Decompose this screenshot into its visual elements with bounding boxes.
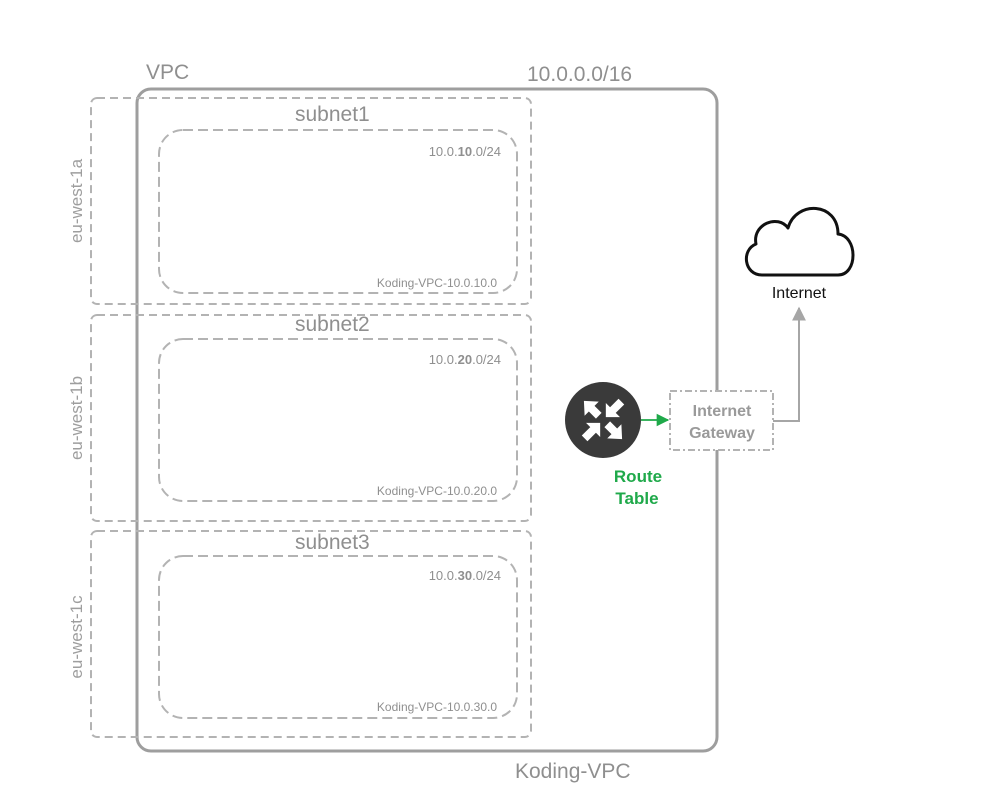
availability-zone-3: eu-west-1c subnet3 10.0.30.0/24 Koding-V… [67,530,532,738]
availability-zone-2: eu-west-1b subnet2 10.0.20.0/24 Koding-V… [67,313,532,522]
az-label: eu-west-1a [67,158,86,243]
internet-label: Internet [772,285,827,302]
az-box [90,530,532,738]
availability-zone-1: eu-west-1a subnet1 10.0.10.0/24 Koding-V… [67,97,532,305]
subnet-box [158,338,518,502]
gateway-to-internet-arrow [773,306,806,422]
subnet-name: Koding-VPC-10.0.30.0 [377,700,497,714]
cloud-icon [745,206,855,277]
az-label: eu-west-1b [67,376,86,460]
az-label: eu-west-1c [67,595,86,679]
subnet-box [158,555,518,719]
subnet-cidr: 10.0.10.0/24 [429,144,501,159]
subnet-name: Koding-VPC-10.0.20.0 [377,484,497,498]
internet-gateway-label-line1: Internet [693,403,752,420]
subnet-label: subnet2 [295,313,370,336]
subnet-cidr: 10.0.20.0/24 [429,352,501,367]
route-table-label-line1: Route [614,467,662,486]
vpc-label: VPC [146,61,189,84]
subnet-label: subnet3 [295,531,370,554]
vpc-name: Koding-VPC [515,760,631,783]
vpc-cidr: 10.0.0.0/16 [527,63,632,86]
router-icon [565,382,641,458]
az-box [90,314,532,522]
internet-gateway-box [669,390,774,451]
az-box [90,97,532,305]
internet-gateway-label-line2: Gateway [689,425,755,442]
subnet-name: Koding-VPC-10.0.10.0 [377,276,497,290]
route-table-label-line2: Table [615,489,658,508]
subnet-label: subnet1 [295,103,370,126]
subnet-cidr: 10.0.30.0/24 [429,568,501,583]
subnet-box [158,129,518,294]
